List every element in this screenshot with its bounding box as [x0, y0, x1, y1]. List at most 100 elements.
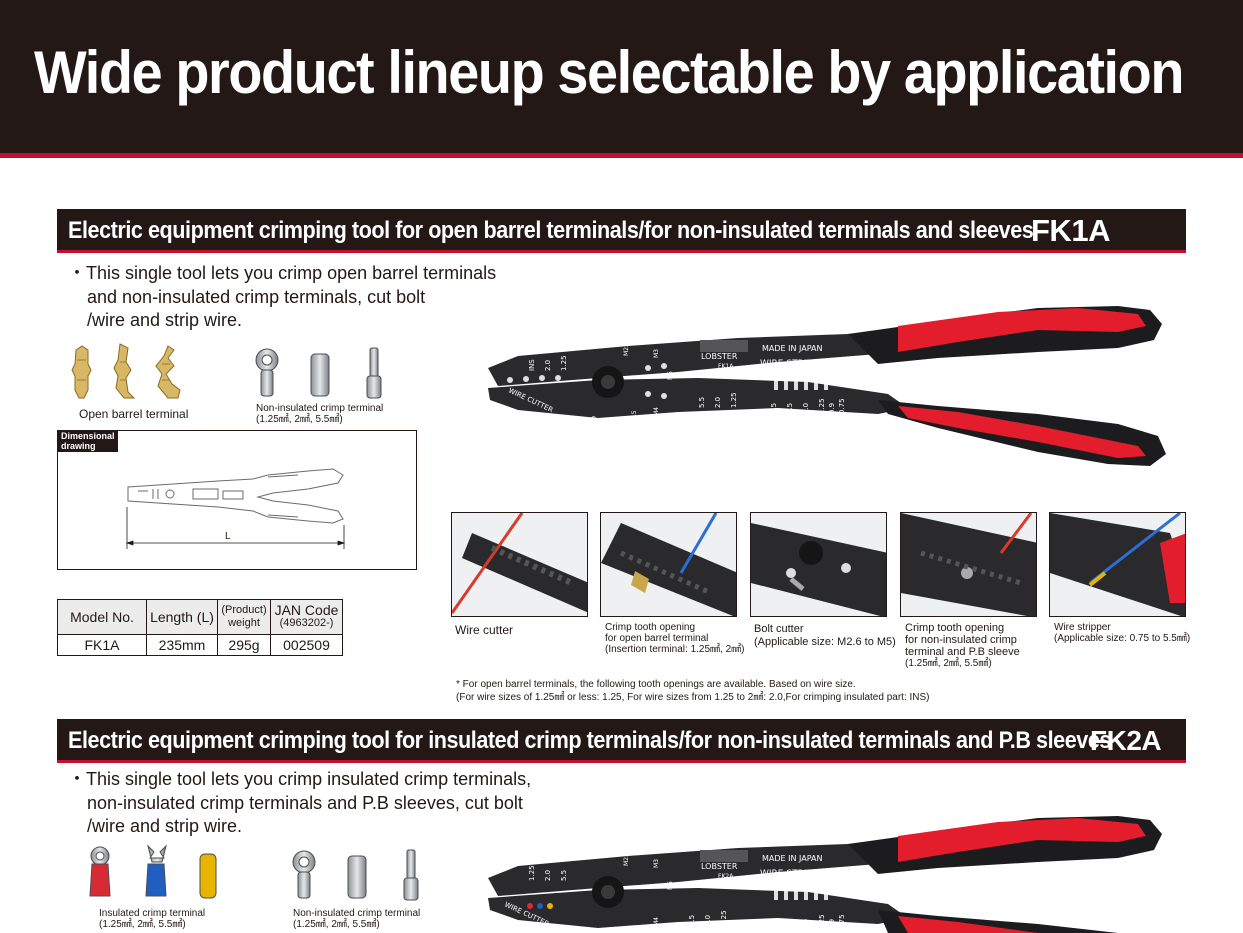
tool-m35-text: 3.5 [631, 410, 638, 420]
table-header-jan: JAN Code (4963202-) [270, 599, 343, 635]
table-cell-length: 235mm [146, 634, 218, 656]
wire-stripper-photo [1049, 512, 1186, 617]
fk2a-tool-n20-text: 2.0 [544, 870, 552, 881]
fk2a-tool-stripper-text: WIRE STRIPPER [760, 869, 829, 879]
tool-g20-text: 2.0 [802, 403, 810, 414]
caption-line: (1.25㎟, 2㎟, 5.5㎟) [905, 658, 992, 669]
caption-line: Crimp tooth opening [905, 622, 1005, 634]
fk1a-section-header: Electric equipment crimping tool for ope… [57, 209, 1186, 253]
fk2a-description-line: non-insulated crimp terminals and P.B sl… [87, 792, 523, 813]
open-barrel-crimp-caption: Crimp tooth opening for open barrel term… [605, 622, 745, 655]
tool-s20-text: 2.0 [714, 397, 722, 408]
dimensional-drawing: Dimensional drawing L [57, 430, 417, 570]
table-header-row: Model No. Length (L) (Product) weight JA… [57, 599, 343, 635]
tool-n125-text: 1.25 [560, 355, 568, 371]
open-barrel-terminal-illustration [71, 343, 181, 399]
tool-brand-text: LOBSTER [701, 352, 738, 361]
fk1a-description: ・This single tool lets you crimp open ba… [68, 262, 496, 333]
non-insulated-terminal-sizes: (1.25㎟, 2㎟, 5.5㎟) [256, 414, 343, 425]
fk2a-tool-made-text: MADE IN JAPAN [762, 854, 822, 863]
tool-g35-text: 3.5 [786, 403, 794, 414]
fk2a-tool-m3-text: M3 [653, 859, 660, 868]
tool-g125-text: 1.25 [818, 398, 826, 414]
table-header-model: Model No. [57, 599, 147, 635]
caption-line: Wire stripper [1054, 622, 1111, 633]
dimensional-label-line: Dimensional [61, 431, 115, 441]
fk2a-tool-n55-text: 5.5 [560, 870, 568, 881]
tool-m26-text: M2.6 [623, 341, 630, 356]
caption-line: (Applicable size: M2.6 to M5) [754, 636, 896, 648]
insulated-terminal-label: Insulated crimp terminal [99, 908, 206, 919]
tool-m3-text: M3 [653, 349, 660, 358]
fk1a-footnote-line: * For open barrel terminals, the followi… [456, 679, 856, 690]
caption-line: for non-insulated crimp [905, 634, 1017, 646]
caption-line: terminal and P.B sleeve [905, 646, 1020, 658]
open-barrel-crimp-photo [600, 512, 737, 617]
table-header-length: Length (L) [146, 599, 218, 635]
dimensional-label-line: drawing [61, 440, 96, 451]
table-cell-jan: 002509 [270, 634, 343, 656]
fk2a-tool-m26-text: M2.6 [623, 851, 630, 866]
insulated-terminal-illustration [89, 844, 217, 899]
caption-line: for open barrel terminal [605, 633, 709, 644]
bolt-cutter-caption: Bolt cutter (Applicable size: M2.6 to M5… [754, 623, 896, 649]
bolt-cutter-photo [750, 512, 887, 617]
fk2a-tool-brand-text: LOBSTER [701, 862, 738, 871]
fk2a-non-insulated-terminal-sizes: (1.25㎟, 2㎟, 5.5㎟) [293, 919, 380, 930]
tool-n20-text: 2.0 [544, 360, 552, 371]
table-header-weight-line: (Product) [221, 604, 267, 616]
caption-line: Crimp tooth opening [605, 622, 696, 633]
caption-line: (Applicable size: 0.75 to 5.5㎟) [1054, 633, 1191, 644]
table-header-weight-line: weight [228, 617, 260, 629]
insulated-terminal-sizes: (1.25㎟, 2㎟, 5.5㎟) [99, 919, 186, 930]
fk2a-tool-g55-text: 5.5 [770, 919, 778, 930]
table-row: FK1A 235mm 295g 002509 [57, 634, 343, 656]
fk2a-tool-s20-text: 2.0 [704, 915, 712, 926]
banner-red-rule [0, 153, 1243, 158]
fk2a-non-insulated-terminal-illustration [292, 849, 419, 901]
table-cell-model: FK1A [57, 634, 147, 656]
fk2a-non-insulated-terminal-label: Non-insulated crimp terminal [293, 908, 421, 919]
dimension-length-label: L [225, 531, 231, 542]
fk1a-section-title: Electric equipment crimping tool for ope… [68, 217, 1034, 244]
tool-m5-text: M5 [667, 371, 674, 380]
table-header-weight: (Product) weight [217, 599, 271, 635]
fk2a-tool-g20-text: 2.0 [802, 919, 810, 930]
tool-s55-text: 5.5 [698, 397, 706, 408]
table-header-jan-line: JAN Code [274, 602, 339, 618]
fk1a-tool-image: LOBSTER FK1A MADE IN JAPAN WIRE STRIPPER… [488, 306, 1166, 466]
dimensional-drawing-label: Dimensional drawing [58, 431, 118, 452]
fk2a-tool-s125-text: 1.25 [720, 910, 728, 926]
caption-line: Bolt cutter [754, 623, 804, 635]
table-cell-weight: 295g [217, 634, 271, 656]
tool-outline-drawing [125, 468, 346, 549]
tool-s125-text: 1.25 [730, 392, 738, 408]
fk2a-tool-m5-text: M5 [667, 881, 674, 890]
non-insulated-terminal-label: Non-insulated crimp terminal [256, 403, 384, 414]
tool-ins-text: INS [528, 359, 536, 371]
tool-m4-text: M4 [653, 407, 660, 416]
fk2a-description-line: /wire and strip wire. [87, 816, 243, 836]
open-barrel-terminal-label: Open barrel terminal [79, 407, 189, 421]
fk1a-footnote-line: (For wire sizes of 1.25㎟ or less: 1.25, … [456, 692, 930, 703]
page-title: Wide product lineup selectable by applic… [34, 39, 1184, 106]
fk2a-model-label: FK2A [1090, 725, 1162, 756]
fk2a-tool-g075-text: 0.75 [838, 914, 846, 930]
tool-stripper-text: WIRE STRIPPER [760, 359, 829, 369]
fk2a-tool-g35-text: 3.5 [786, 919, 794, 930]
fk1a-model-label: FK1A [1031, 213, 1110, 248]
fk1a-description-line: and non-insulated crimp terminals, cut b… [87, 286, 426, 307]
fk2a-description: ・This single tool lets you crimp insulat… [68, 768, 531, 839]
wire-cutter-caption: Wire cutter [455, 623, 514, 637]
fk2a-tool-g09-text: 0.9 [828, 919, 836, 930]
fk1a-description-line: ・This single tool lets you crimp open ba… [68, 263, 497, 283]
fk2a-tool-image: LOBSTER FK2A MADE IN JAPAN WIRE STRIPPER… [488, 816, 1162, 933]
fk1a-spec-table: Model No. Length (L) (Product) weight JA… [57, 599, 343, 656]
non-insulated-crimp-caption: Crimp tooth opening for non-insulated cr… [905, 622, 1020, 670]
wire-stripper-caption: Wire stripper (Applicable size: 0.75 to … [1054, 622, 1190, 644]
fk2a-tool-m4-text: M4 [653, 917, 660, 926]
fk2a-tool-model-text: FK2A [718, 873, 734, 880]
fk2a-description-line: ・This single tool lets you crimp insulat… [68, 769, 532, 789]
fk2a-section-title: Electric equipment crimping tool for ins… [68, 727, 1111, 754]
fk2a-tool-g125-text: 1.25 [818, 914, 826, 930]
